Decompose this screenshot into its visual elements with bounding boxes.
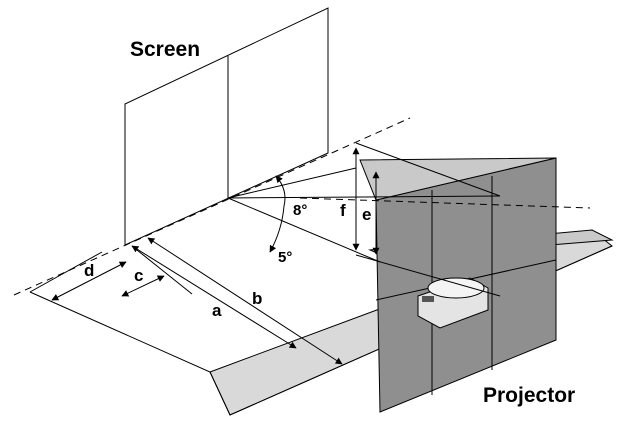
dimension-c [121,275,165,297]
label-c: c [134,266,143,285]
label-f: f [340,201,346,220]
upper-ray [227,167,357,199]
projector-icon [417,277,489,329]
label-d: d [84,261,94,280]
upper-guide [355,142,501,197]
screen-panel [124,7,329,246]
dimension-d [51,261,127,301]
angle-up-label: 8° [293,202,307,219]
projector-label: Projector [483,384,575,407]
angle-down-label: 5° [278,249,292,266]
center-ray [227,195,501,199]
lower-guide [355,254,501,297]
axis-dash [299,197,591,209]
dimension-a [131,245,297,349]
angle-arc-lower [269,205,285,253]
dimension-c-extension [131,245,193,295]
angle-arc-upper [275,175,286,207]
lower-ray [227,197,381,263]
label-a: a [212,301,222,320]
label-e: e [362,205,371,224]
dimension-b [147,237,343,365]
label-b: b [252,289,262,308]
screen-label: Screen [130,38,200,61]
